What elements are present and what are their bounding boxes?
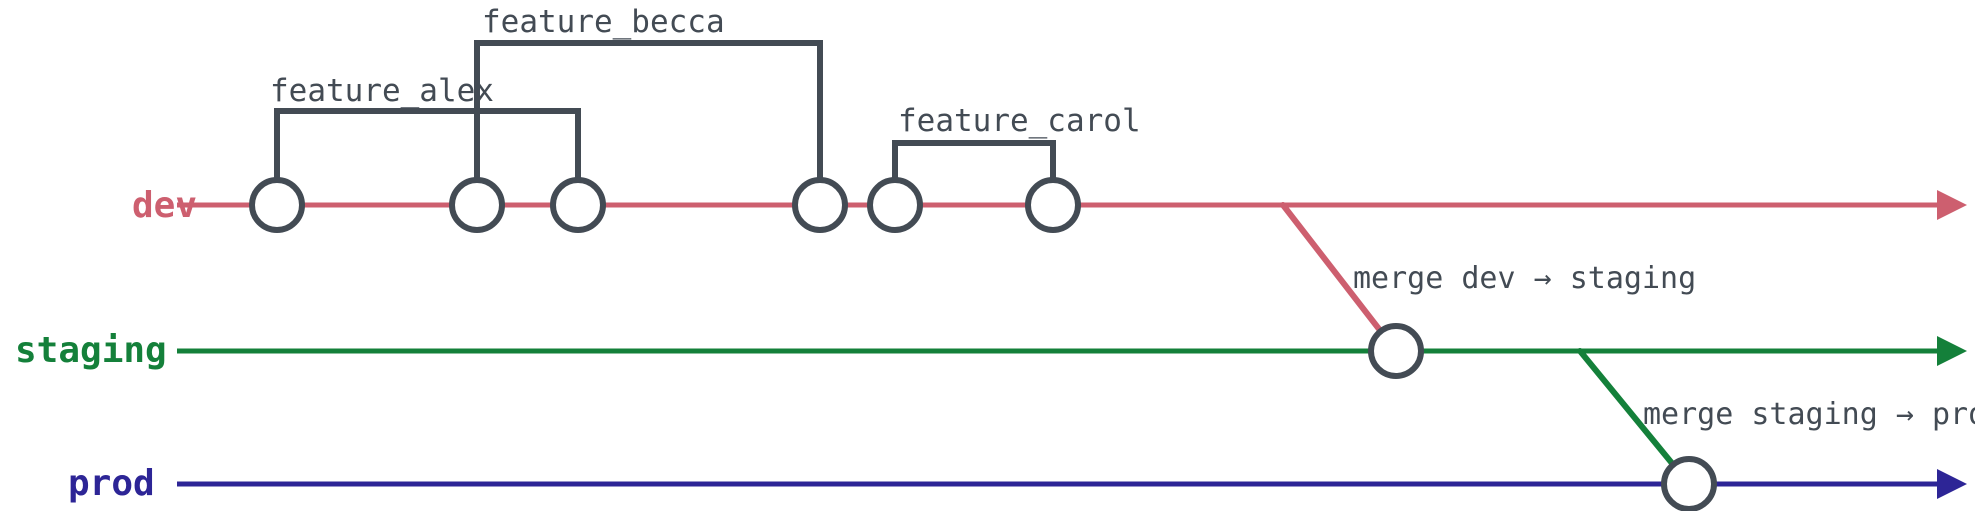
branch-lines-group [177,190,1967,499]
feature-bracket-feature_alex [274,108,581,180]
commit-node[interactable] [1368,323,1424,379]
merge-labels-group: merge dev → staging merge staging → prod [1353,261,1975,432]
branch-label-dev: dev [132,185,197,226]
commit-node[interactable] [550,177,606,233]
feature-label-feature_alex: feature_alex [270,73,494,109]
branch-label-prod: prod [68,463,155,504]
commit-node[interactable] [449,177,505,233]
commit-node[interactable] [867,177,923,233]
feature-bracket-feature_carol [892,140,1056,180]
merge-line-dev-staging [1280,202,1399,354]
branch-label-staging: staging [15,330,167,371]
commit-node[interactable] [792,177,848,233]
feature-labels-group: feature_alex feature_becca feature_carol [270,4,1141,139]
merge-label-staging-prod: merge staging → prod [1643,397,1975,432]
feature-brackets-group [274,40,1056,180]
feature-bracket-feature_becca [474,40,823,180]
commit-node[interactable] [1661,456,1717,511]
feature-label-feature_carol: feature_carol [898,103,1141,139]
branch-labels-group: dev staging prod [15,185,197,504]
merge-label-dev-staging: merge dev → staging [1353,261,1696,296]
merge-line-staging-prod [1577,348,1692,487]
feature-label-feature_becca: feature_becca [482,4,725,40]
merge-lines-group [1280,202,1692,487]
commit-nodes-group [249,177,1717,511]
commit-node[interactable] [249,177,305,233]
commit-node[interactable] [1025,177,1081,233]
